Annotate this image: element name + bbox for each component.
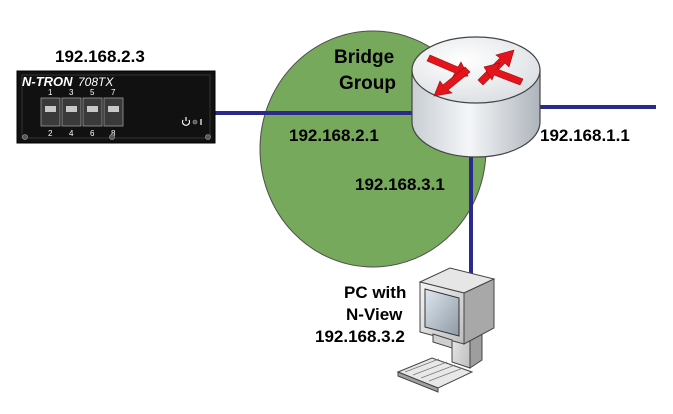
switch-brand: N-TRON <box>22 74 73 89</box>
pc-label-line2: N-View <box>346 305 403 324</box>
bridge-group-label-line2: Group <box>339 73 396 94</box>
power-icon <box>181 117 191 126</box>
switch-port-label: 7 <box>111 88 116 97</box>
router-left-ip-label: 192.168.2.1 <box>289 126 379 145</box>
switch-port-label: 1 <box>48 88 53 97</box>
switch-port-label: 4 <box>69 129 74 138</box>
switch-ip-label: 192.168.2.3 <box>55 47 145 66</box>
pc-label: PC with <box>344 283 406 302</box>
switch-model: 708TX <box>78 75 114 89</box>
switch-port-label: 8 <box>111 129 116 138</box>
pc-icon <box>396 267 496 393</box>
switch-port-label: 6 <box>90 129 95 138</box>
router-bottom-ip-label: 192.168.3.1 <box>355 175 445 194</box>
pc-ip-label: 192.168.3.2 <box>315 327 405 346</box>
router-icon <box>411 36 541 158</box>
switch-port-label: 3 <box>69 88 74 97</box>
switch-port-label: 5 <box>90 88 95 97</box>
ntron-switch-icon: N-TRON 708TX 1 3 5 7 2 4 6 8 <box>16 70 216 144</box>
switch-port-label: 2 <box>48 129 53 138</box>
router-right-ip-label: 192.168.1.1 <box>540 126 630 145</box>
bridge-group-label: Bridge <box>334 47 394 68</box>
